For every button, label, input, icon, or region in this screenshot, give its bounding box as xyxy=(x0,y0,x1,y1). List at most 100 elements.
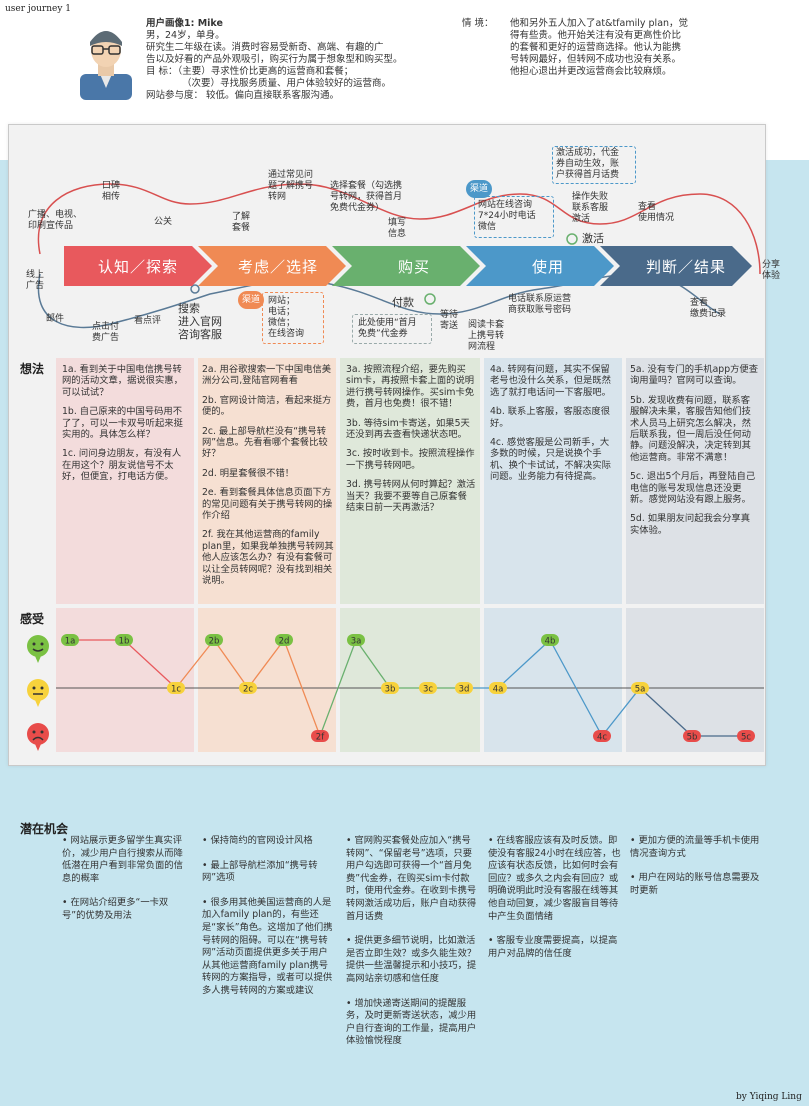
stage-arrows xyxy=(64,246,752,286)
feeling-bg xyxy=(198,608,336,752)
opportunity-item: • 增加快递寄送期间的提醒服务，及时更新寄送状态，减少用户自行查询的工作量，提高… xyxy=(346,997,477,1047)
thought-item: 4c. 感觉客服是公司新手，大多数的时候，只是说换个手机、换个卡试试，不解决实际… xyxy=(490,437,611,483)
stage-consideration: 考虑／选择 xyxy=(237,257,318,276)
opportunity-item: • 在网站介绍更多“一卡双号”的优势及用法 xyxy=(62,897,169,921)
thought-item: 5c. 退出5个月后，再登陆自己电信的账号发现信息还没更新。感觉网站没有跟上服务… xyxy=(630,471,756,506)
tp-read-card: 阅读卡套上携号转网流程 xyxy=(468,320,505,352)
thoughts-col-1: 1a. 看到关于中国电信携号转网的活动文章，据说很实惠，可以试试？ 1b. 自己… xyxy=(62,364,188,632)
emotion-node: 5a xyxy=(631,682,649,695)
emotion-node-label: 2b xyxy=(209,637,220,647)
emotion-segment xyxy=(247,639,285,689)
emotion-node: 1a xyxy=(61,634,79,647)
emotion-node-label: 2d xyxy=(279,637,290,647)
thought-item: 2d. 明星套餐很不错！ xyxy=(202,467,295,479)
opportunities-col-1: • 网站展示更多留学生真实评价，减少用户自行搜索从而降低潜在用户看到非常负面的信… xyxy=(62,835,188,935)
thought-item: 5a. 没有专门的手机app方便查询用量吗？官网可以查询。 xyxy=(630,364,758,387)
channel-list: 网站；电话；微信；在线咨询 xyxy=(268,296,305,339)
emotion-node: 2b xyxy=(205,634,223,647)
happy-face-icon xyxy=(26,634,50,668)
thought-item: 3b. 等待sim卡寄送，如果5天还没到再去查看快递状态吧。 xyxy=(346,417,470,441)
avatar xyxy=(80,18,132,100)
emotion-node-label: 3c xyxy=(423,685,433,695)
tp-ppc-ad: 点击付费广告 xyxy=(92,322,120,343)
emotion-node-label: 4b xyxy=(545,637,556,647)
thought-item: 2f. 我在其他运营商的family plan里，如果我单独携号转网其他人应该怎… xyxy=(202,529,334,587)
feelings-label: 感受 xyxy=(20,612,45,626)
persona-line: 告以及好看的产品外观吸引，购买行为属于想象型和购买型。 xyxy=(146,54,403,65)
opportunities-label: 潜在机会 xyxy=(20,822,69,836)
coupon-box xyxy=(352,314,432,344)
thoughts-col-3: 3a. 按照流程介绍，要先购买sim卡，再按照卡套上面的说明进行携号转网操作。买… xyxy=(346,364,476,632)
emotion-node: 2c xyxy=(239,682,257,695)
tp-fail: 操作失败联系客服激活 xyxy=(572,192,609,224)
emotion-node: 4a xyxy=(489,682,507,695)
stage-purchase: 购买 xyxy=(397,257,430,276)
opportunity-item: • 客服专业度需要提高，以提高用户对品牌的信任度 xyxy=(488,935,618,959)
tp-pay: 付款 xyxy=(392,296,414,309)
stage-evaluation: 判断／结果 xyxy=(645,257,726,276)
header-tag: user journey 1 xyxy=(5,4,72,14)
tp-search: 搜索进入官网咨询客服 xyxy=(178,302,222,341)
thought-item: 3a. 按照流程介绍，要先购买sim卡，再按照卡套上面的说明进行携号转网操作。买… xyxy=(346,364,475,410)
persona-line: 男，24岁，单身。 xyxy=(146,30,225,41)
tp-word-of-mouth: 口碑相传 xyxy=(102,181,121,202)
tp-fill-info: 填写信息 xyxy=(388,218,407,239)
tp-share: 分享体验 xyxy=(762,260,781,281)
tp-activate: 激活 xyxy=(582,232,604,245)
thought-bg xyxy=(198,358,336,604)
scenario-block: 他和另外五人加入了at&tfamily plan，觉 得有些贵。他开始关注有没有… xyxy=(510,18,730,78)
tp-reviews: 看点评 xyxy=(134,316,162,326)
emotion-node: 3b xyxy=(381,682,399,695)
persona-line: 研究生二年级在读。消费时容易受新奇、高端、有趣的广 xyxy=(146,42,384,53)
emotion-node-label: 1a xyxy=(65,637,76,647)
emotion-node-label: 3a xyxy=(351,637,362,647)
stage-usage: 使用 xyxy=(531,257,564,276)
thoughts-col-5: 5a. 没有专门的手机app方便查询用量吗？官网可以查询。 5b. 发现收费有问… xyxy=(630,364,758,632)
channel-box xyxy=(262,292,324,344)
success-box xyxy=(552,146,636,184)
thought-item: 5d. 如果朋友问起我会分享真实体验。 xyxy=(630,513,750,536)
sad-face-icon xyxy=(26,722,50,756)
emotion-node: 4c xyxy=(593,730,611,743)
feeling-bg xyxy=(626,608,764,752)
tp-broadcast: 广播、电视、印刷宣传品 xyxy=(28,210,83,231)
thought-bg xyxy=(484,358,622,604)
thought-item: 1b. 自己原来的中国号码用不了了，可以一卡双号听起来挺实用的。具体怎么样？ xyxy=(62,406,183,441)
neutral-face-icon xyxy=(26,678,50,712)
persona-line: 目 标：（主要）寻求性价比更高的运营商和套餐； xyxy=(146,66,354,77)
emotion-node: 3a xyxy=(347,634,365,647)
emotion-segment xyxy=(549,639,603,737)
thought-item: 2b. 官网设计简洁，看起来挺方便的。 xyxy=(202,394,332,418)
emotion-node-label: 5c xyxy=(741,733,751,743)
tp-billing: 查看缴费记录 xyxy=(690,298,727,319)
opportunities-col-3: • 官网购买套餐处应加入“携号转网”、“保留老号”选项，只要用户勾选即可获得一个… xyxy=(346,835,478,1060)
opportunity-item: • 最上部导航栏添加“携号转网”选项 xyxy=(202,859,318,884)
thought-bg xyxy=(56,358,194,604)
thought-item: 5b. 发现收费有问题，联系客服解决未果，客服告知他们技术人员马上研究怎么解决，… xyxy=(630,394,751,463)
thought-item: 4a. 转网有问题，其实不保留老号也没什么关系，但是既然选了就打电话问一下客服吧… xyxy=(490,364,611,398)
tp-call-old-carrier: 电话联系原运营商获取账号密码 xyxy=(508,294,572,315)
emotion-segment xyxy=(283,639,321,737)
emotion-node: 2f xyxy=(311,730,329,743)
thought-item: 2a. 用谷歌搜索一下中国电信美洲分公司,登陆官网看看 xyxy=(202,364,332,387)
scenario-line: 他担心退出并更改运营商会比较麻烦。 xyxy=(510,66,672,77)
opportunity-item: • 更加方便的流量等手机卡使用情况查询方式 xyxy=(630,835,760,859)
emotion-node-label: 3d xyxy=(459,685,470,695)
tp-pr: 公关 xyxy=(154,217,173,227)
tp-learn-plans: 了解套餐 xyxy=(232,212,251,233)
thoughts-label: 想法 xyxy=(20,362,45,376)
emotion-node-label: 2c xyxy=(243,685,253,695)
thought-item: 4b. 联系上客服，客服态度很好。 xyxy=(490,406,610,429)
thought-item: 1c. 问问身边朋友，有没有人在用这个？朋友说信号不太好，但便宜，打电话方便。 xyxy=(62,448,182,483)
persona-line: 网站参与度： 较低。偏向直接联系客服沟通。 xyxy=(146,90,340,101)
persona-block: 用户画像1: Mike 男，24岁，单身。 研究生二年级在读。消费时容易受新奇、… xyxy=(146,18,446,102)
tp-coupon: 此处使用“首月免费”代金券 xyxy=(358,318,417,339)
opportunity-item: • 很多用其他美国运营商的人是加入family plan的，有些还是“家长”角色… xyxy=(202,896,333,996)
opportunity-item: • 在线客服应该有及时反馈。即使没有客服24小时在线应答，也应该有状态反馈，比如… xyxy=(488,835,621,922)
emotion-node-label: 4a xyxy=(493,685,504,695)
thought-bg xyxy=(340,358,480,604)
tp-activate-success: 激活成功，代金券自动生效，账户获得首月话费 xyxy=(556,148,620,180)
opportunities-col-4: • 在线客服应该有及时反馈。即使没有客服24小时在线应答，也应该有状态反馈，比如… xyxy=(488,835,626,972)
thought-item: 3c. 按时收到卡。按照流程操作一下携号转网吧。 xyxy=(346,448,475,471)
emotion-node-label: 1c xyxy=(171,685,181,695)
